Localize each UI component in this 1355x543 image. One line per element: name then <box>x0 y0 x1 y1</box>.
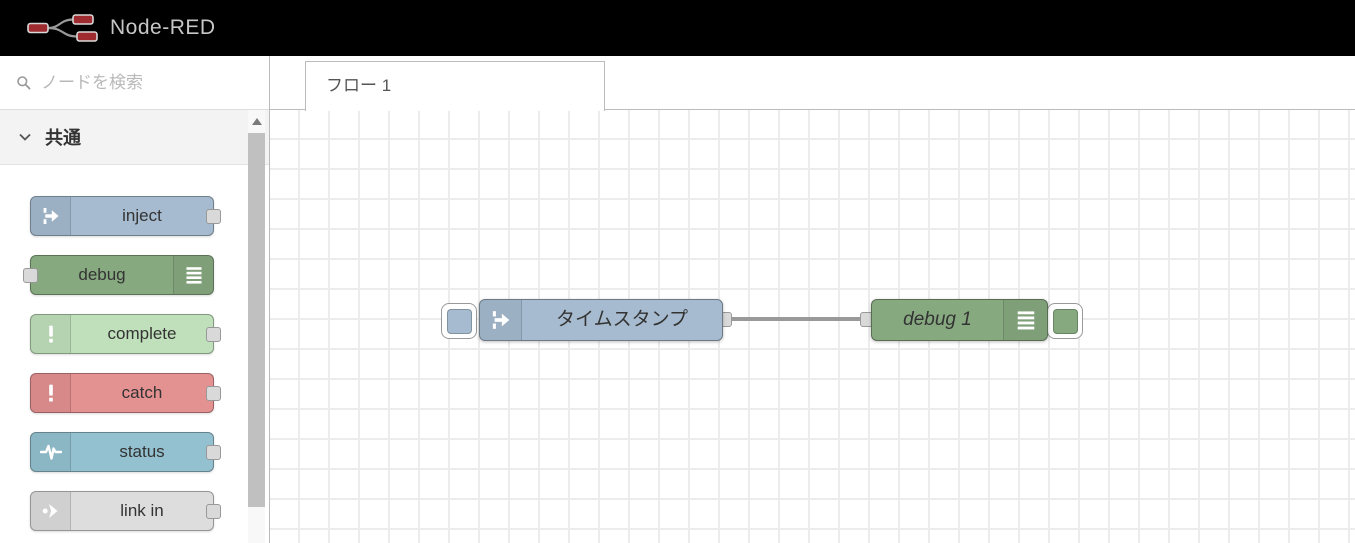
flow-canvas[interactable]: タイムスタンプ debug 1 <box>270 110 1355 543</box>
debug-list-icon <box>1003 300 1047 340</box>
header-bar: Node-RED <box>0 0 1355 56</box>
inject-button[interactable] <box>441 303 477 339</box>
output-port <box>206 445 221 460</box>
palette-node-label: inject <box>122 206 162 225</box>
node-label: タイムスタンプ <box>555 309 689 330</box>
palette-node-label: complete <box>107 324 177 343</box>
search-input[interactable] <box>41 72 231 93</box>
pulse-icon <box>31 433 71 471</box>
scrollbar-thumb[interactable] <box>248 133 265 507</box>
palette-search <box>0 56 269 110</box>
link-in-icon <box>31 492 71 530</box>
node-red-logo-icon <box>27 14 98 42</box>
triangle-up-icon <box>251 117 262 125</box>
exclamation-icon <box>31 315 71 353</box>
output-port <box>206 209 221 224</box>
palette-node-label: status <box>119 442 165 461</box>
inject-arrow-icon <box>31 197 71 235</box>
flow-node-debug-1[interactable]: debug 1 <box>871 299 1048 341</box>
node-label: debug 1 <box>903 309 972 330</box>
output-port <box>206 327 221 342</box>
search-icon <box>17 75 31 90</box>
flow-node-timestamp[interactable]: タイムスタンプ <box>479 299 723 341</box>
palette-node-label: link in <box>120 501 164 520</box>
chevron-down-icon <box>19 133 31 141</box>
palette-sidebar: 共通 inject <box>0 56 270 543</box>
output-port <box>206 386 221 401</box>
palette-node-catch[interactable]: catch <box>30 373 221 413</box>
debug-toggle-button[interactable] <box>1047 303 1083 339</box>
debug-list-icon <box>173 256 213 294</box>
debug-toggle-fill <box>1052 308 1078 334</box>
workspace: フロー 1 タイムスタンプ <box>270 56 1355 543</box>
inject-arrow-icon <box>480 300 522 340</box>
palette-scrollbar[interactable] <box>248 110 265 543</box>
input-port <box>23 268 38 283</box>
inject-button-fill <box>446 308 472 334</box>
palette-node-status[interactable]: status <box>30 432 221 472</box>
scroll-up-button[interactable] <box>248 110 265 132</box>
category-label: 共通 <box>45 128 81 148</box>
palette-node-label: catch <box>121 383 163 402</box>
palette-node-inject[interactable]: inject <box>30 196 221 236</box>
wire[interactable] <box>728 317 862 321</box>
palette-node-label: debug <box>78 265 126 284</box>
output-port <box>206 504 221 519</box>
app-title: Node-RED <box>110 16 216 39</box>
palette-category-common[interactable]: 共通 <box>0 110 269 165</box>
exclamation-icon <box>31 374 71 412</box>
tab-flow-1[interactable]: フロー 1 <box>305 61 605 111</box>
palette-node-complete[interactable]: complete <box>30 314 221 354</box>
palette-node-link-in[interactable]: link in <box>30 491 221 531</box>
palette-node-debug[interactable]: debug <box>23 255 214 295</box>
